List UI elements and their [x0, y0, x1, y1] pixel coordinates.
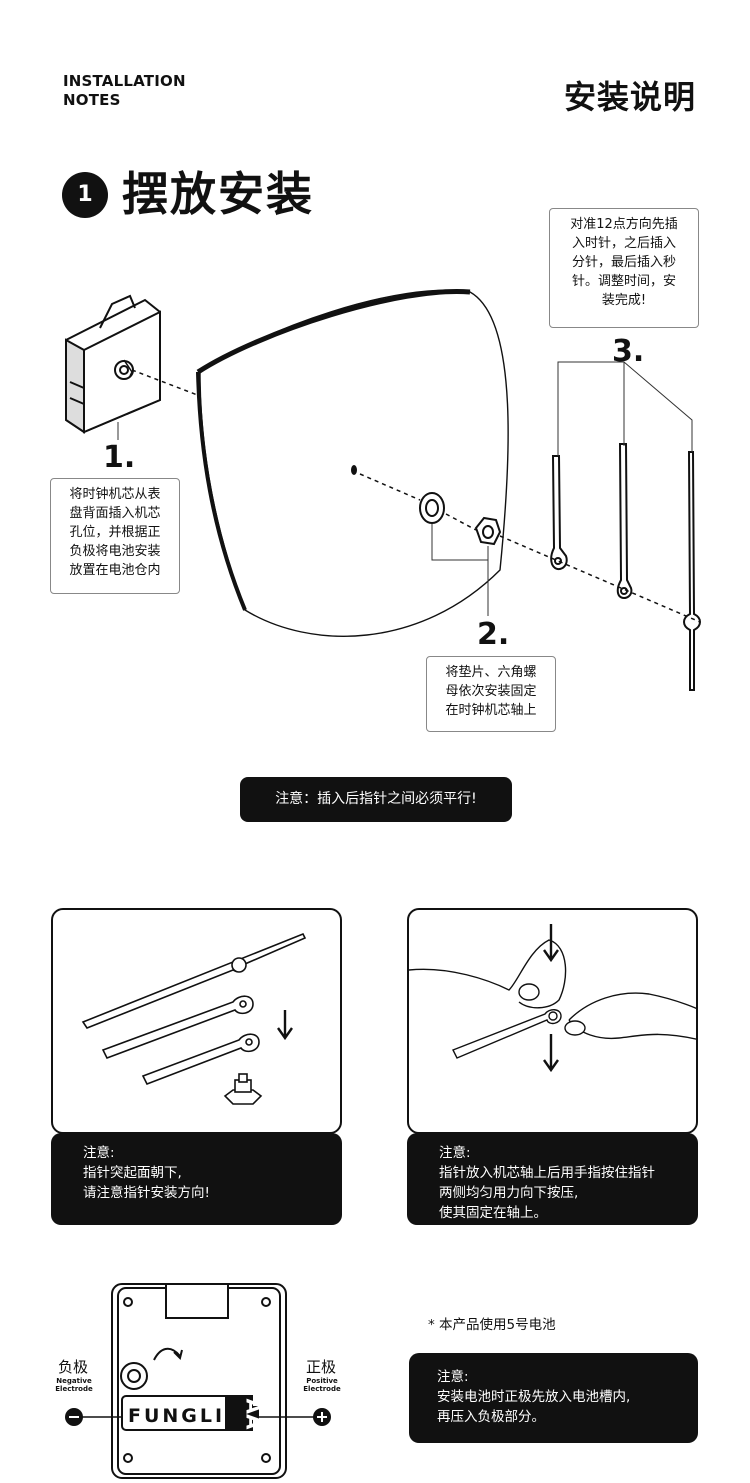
positive-label-en-line1: Positive: [306, 1377, 338, 1385]
battery-type-label: AA: [241, 1398, 266, 1430]
clock-movement-illustration: [65, 294, 161, 434]
battery-movement-illustration: [65, 1283, 331, 1479]
battery-brand-label: FUNGLI: [128, 1405, 226, 1427]
hands-orientation-panel: [51, 908, 342, 1134]
negative-label-en-line2: Electrode: [55, 1385, 93, 1393]
callout-line: 孔位，并根据正: [69, 525, 161, 540]
header-title-zh: 安装说明: [563, 78, 696, 116]
minus-circle-icon: [65, 1408, 83, 1426]
positive-label-en: Positive Electrode: [298, 1377, 346, 1393]
callout-line: 负极将电池安装: [69, 544, 161, 559]
panel-note-line: 使其固定在轴上。: [439, 1205, 547, 1221]
arrow-down-icon: [543, 924, 559, 963]
battery-install-tip: 注意: 安装电池时正极先放入电池槽内, 再压入负极部分。: [409, 1353, 698, 1443]
callout-movement-install: 将时钟机芯从表 盘背面插入机芯 孔位，并根据正 负极将电池安装 放置在电池仓内: [50, 478, 180, 594]
exploded-installation-diagram: [65, 288, 701, 691]
battery-tip-line: 再压入负极部分。: [437, 1409, 545, 1425]
press-hands-illustration: [409, 924, 696, 1073]
hands-orientation-illustration: [81, 932, 307, 1105]
leader-lines: [117, 361, 693, 616]
panel-note-line: 请注意指针安装方向!: [83, 1185, 210, 1201]
callout-line: 针。调整时间，安: [571, 274, 676, 289]
negative-label-zh: 负极: [58, 1358, 89, 1376]
panel-note-press: 注意: 指针放入机芯轴上后用手指按住指针 两侧均匀用力向下按压, 使其固定在轴上…: [407, 1133, 698, 1225]
battery-tip-line: 安装电池时正极先放入电池槽内,: [437, 1389, 631, 1405]
panel-note-line: 指针放入机芯轴上后用手指按住指针: [439, 1165, 655, 1181]
battery-tip-line: 注意:: [437, 1369, 469, 1385]
washer-illustration: [419, 492, 445, 524]
panel-note-line: 两侧均匀用力向下按压,: [439, 1185, 579, 1201]
callout-line: 盘背面插入机芯: [69, 506, 161, 521]
callout-line: 放置在电池仓内: [69, 563, 161, 578]
callout-line: 入时针，之后插入: [571, 236, 676, 251]
step-label-2: 2.: [477, 617, 510, 652]
callout-line: 在时钟机芯轴上: [445, 703, 537, 718]
hex-nut-illustration: [474, 516, 502, 546]
callout-line: 对准12点方向先插: [570, 217, 678, 232]
assembly-axis-line: [131, 369, 701, 623]
header-title-en: INSTALLATION NOTES: [63, 72, 223, 110]
plus-circle-icon: [313, 1408, 331, 1426]
callout-line: 将时钟机芯从表: [69, 487, 161, 502]
header-title-en-line2: NOTES: [63, 91, 121, 109]
callout-line: 母依次安装固定: [445, 684, 537, 699]
callout-washer-nut: 将垫片、六角螺 母依次安装固定 在时钟机芯轴上: [426, 656, 556, 732]
panel-note-line: 注意:: [439, 1145, 471, 1161]
callout-line: 分针，最后插入秒: [571, 255, 676, 270]
panel-note-line: 注意:: [83, 1145, 115, 1161]
step-label-1: 1.: [103, 440, 136, 475]
panel-note-orientation: 注意: 指针突起面朝下, 请注意指针安装方向!: [51, 1133, 342, 1225]
step-title: 摆放安装: [122, 167, 314, 221]
press-hands-panel: [407, 908, 698, 1134]
clock-dial-illustration: [196, 288, 509, 637]
arrow-down-icon: [543, 1034, 559, 1073]
step-number-badge: 1: [62, 172, 108, 218]
positive-label-zh: 正极: [306, 1358, 337, 1376]
callout-line: 装完成!: [601, 293, 647, 308]
panel-note-line: 指针突起面朝下,: [83, 1165, 182, 1181]
header-title-en-line1: INSTALLATION: [63, 72, 186, 90]
step-label-3: 3.: [612, 334, 645, 369]
negative-label-en: Negative Electrode: [50, 1377, 98, 1393]
parallel-hands-warning: 注意：插入后指针之间必须平行!: [240, 777, 512, 822]
clock-hands-illustration: [550, 443, 701, 691]
positive-label-en-line2: Electrode: [303, 1385, 341, 1393]
arrow-down-icon: [277, 1010, 293, 1041]
callout-hands-order: 对准12点方向先插 入时针，之后插入 分针，最后插入秒 针。调整时间，安 装完成…: [549, 208, 699, 328]
negative-label-en-line1: Negative: [56, 1377, 92, 1385]
battery-type-note: * 本产品使用5号电池: [428, 1317, 556, 1333]
callout-line: 将垫片、六角螺: [445, 665, 537, 680]
